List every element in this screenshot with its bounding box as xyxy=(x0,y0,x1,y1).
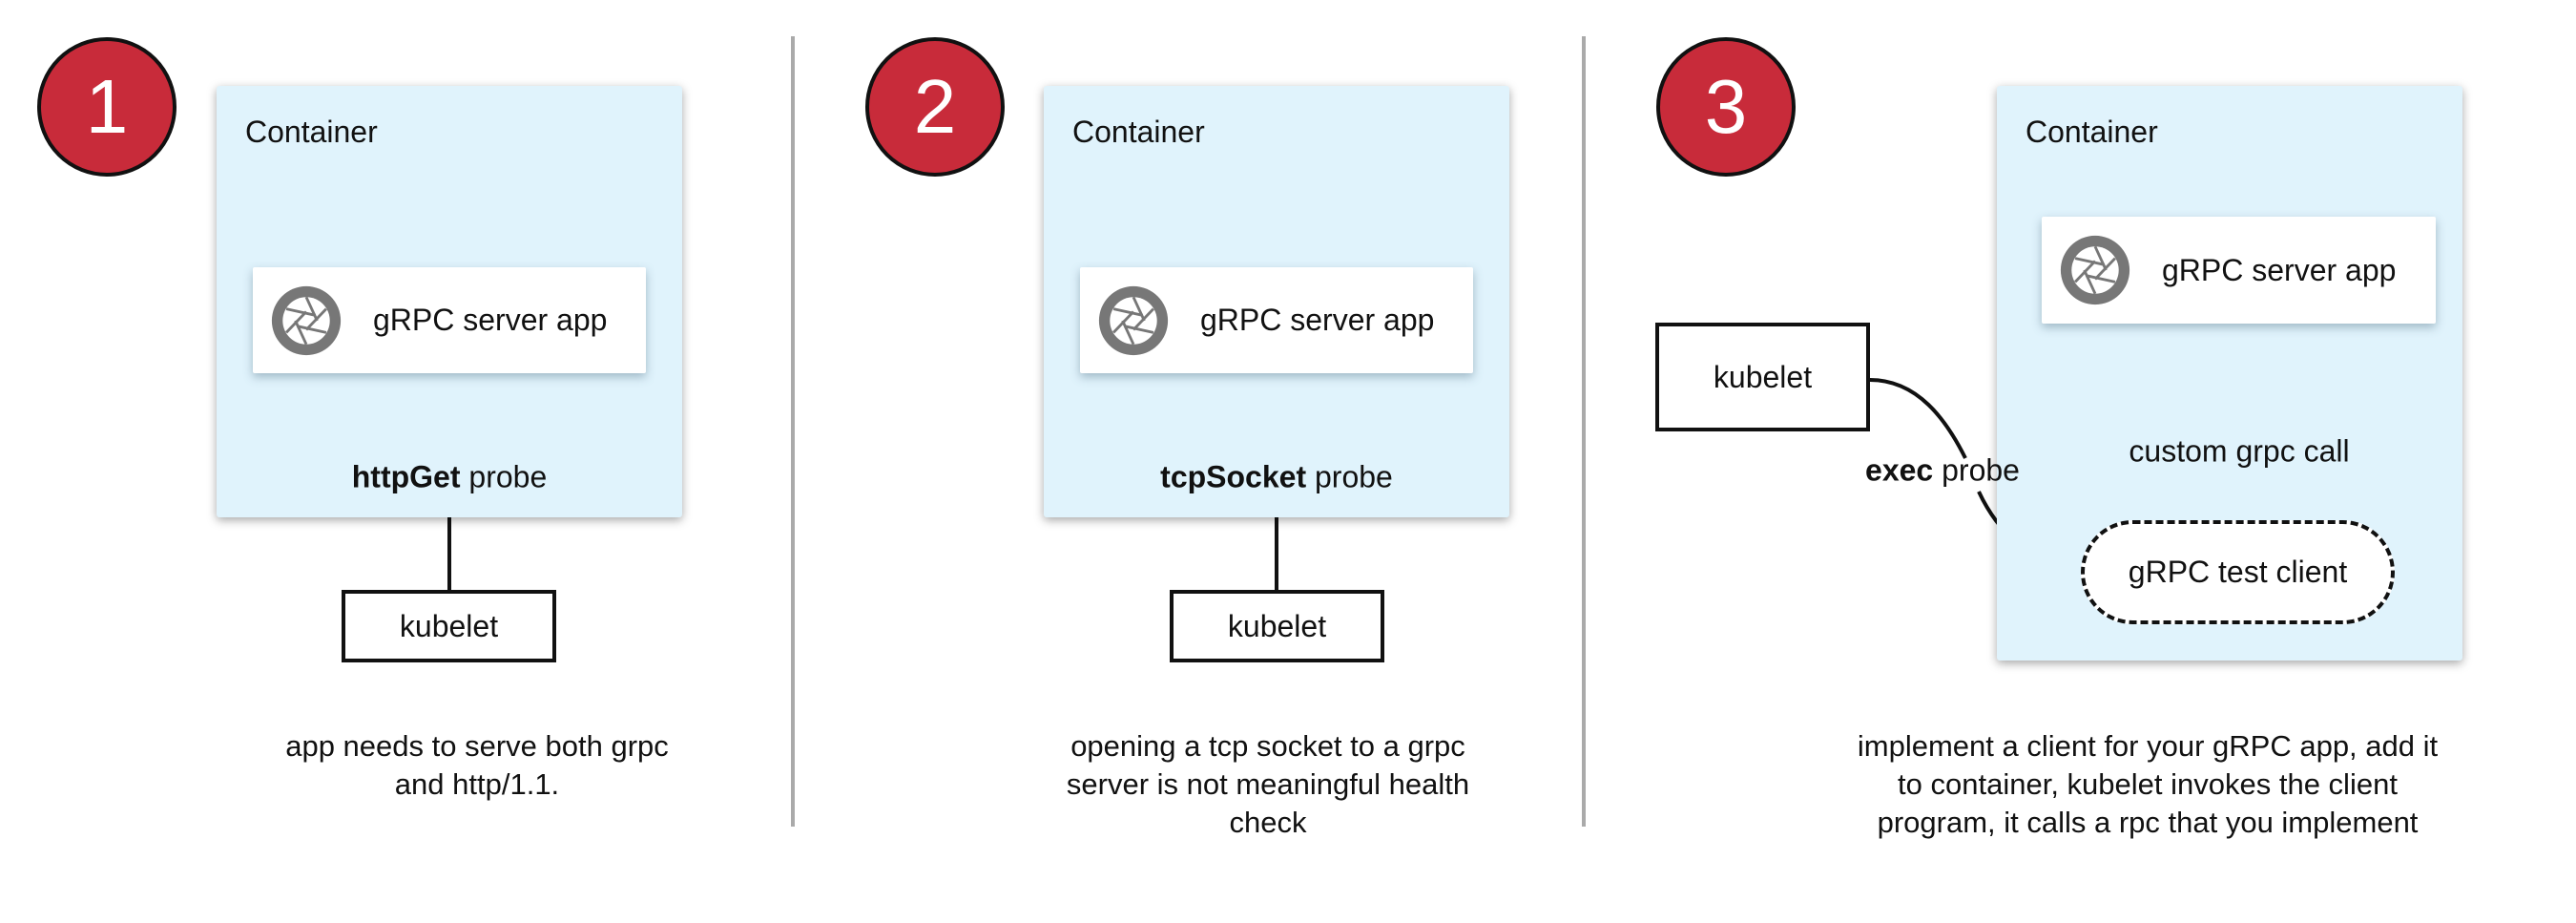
step-badge-1: 1 xyxy=(37,37,177,177)
grpc-server-app-1: gRPC server app xyxy=(253,267,646,373)
container-label: Container xyxy=(1072,115,1205,149)
step-badge-2: 2 xyxy=(865,37,1005,177)
probe-type: tcpSocket xyxy=(1160,459,1307,494)
grpc-server-app-3: gRPC server app xyxy=(2042,217,2436,324)
probe-type: exec xyxy=(1865,452,1934,488)
divider-1 xyxy=(791,36,795,827)
grpc-aperture-icon xyxy=(1098,285,1169,355)
kubelet-3: kubelet xyxy=(1655,323,1870,431)
grpc-aperture-icon xyxy=(2060,235,2130,305)
probe-word: probe xyxy=(460,459,548,494)
container-label: Container xyxy=(245,115,378,149)
caption-3: implement a client for your gRPC app, ad… xyxy=(1857,729,2439,839)
custom-grpc-call-label: custom grpc call xyxy=(2125,430,2354,473)
probe-label-1: httpGet probe xyxy=(347,459,551,495)
divider-2 xyxy=(1582,36,1586,827)
kubelet-2: kubelet xyxy=(1170,590,1384,662)
kubelet-1: kubelet xyxy=(342,590,556,662)
probe-type: httpGet xyxy=(351,459,461,494)
container-label: Container xyxy=(2025,115,2158,149)
probe-word: probe xyxy=(1933,452,2020,488)
grpc-server-app-2: gRPC server app xyxy=(1080,267,1473,373)
probe-word: probe xyxy=(1306,459,1393,494)
server-label: gRPC server app xyxy=(1200,303,1435,337)
server-label: gRPC server app xyxy=(373,303,608,337)
server-label: gRPC server app xyxy=(2162,252,2397,287)
step-badge-3: 3 xyxy=(1656,37,1796,177)
probe-label-3: exec probe xyxy=(1865,453,2020,489)
caption-2: opening a tcp socket to a grpc server is… xyxy=(1066,729,1470,839)
grpc-test-client: gRPC test client xyxy=(2081,520,2395,624)
probe-label-2: tcpSocket probe xyxy=(1156,459,1397,495)
caption-1: app needs to serve both grpc and http/1.… xyxy=(285,729,669,801)
grpc-aperture-icon xyxy=(271,285,342,355)
